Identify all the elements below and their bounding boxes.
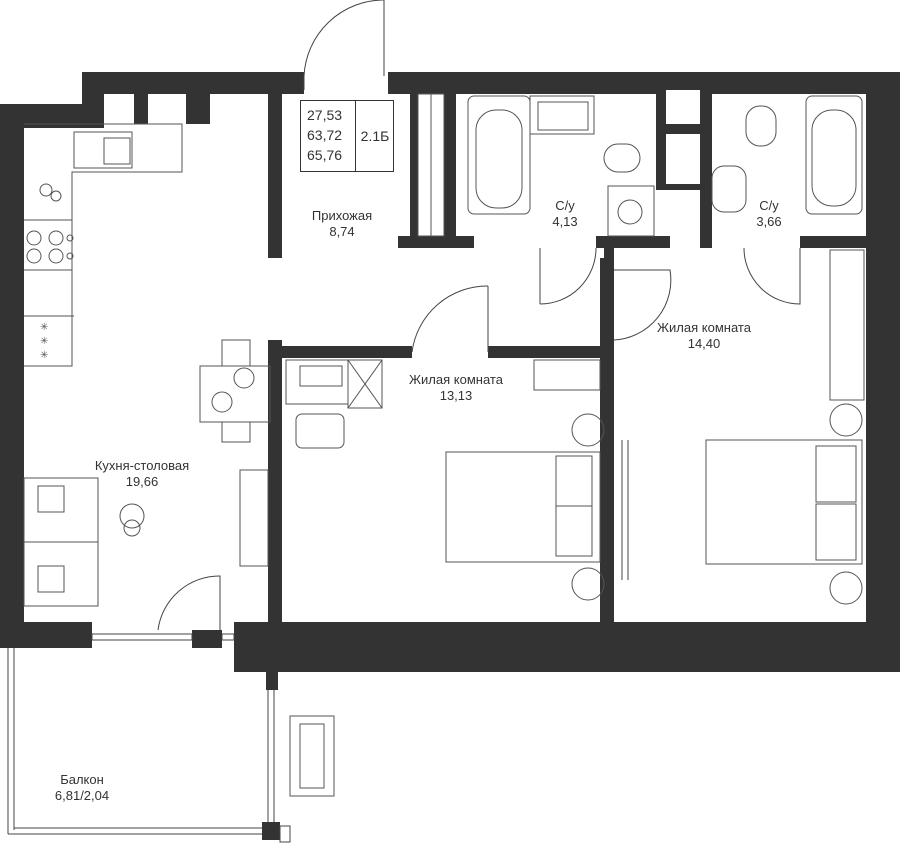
bedroom-2-furniture <box>705 249 865 605</box>
room-name: С/у <box>759 198 779 213</box>
room-label-hallway: Прихожая 8,74 <box>300 208 384 240</box>
walls <box>0 72 900 840</box>
room-name: Прихожая <box>311 208 373 223</box>
area-total-value: 63,72 <box>307 127 343 143</box>
room-name: Балкон <box>60 772 104 787</box>
apartment-code: 2.1Б <box>355 101 394 171</box>
room-name: С/у <box>555 198 575 213</box>
room-label-balcony: Балкон 6,81/2,04 <box>36 772 128 804</box>
balcony-furniture <box>289 715 335 797</box>
room-area: 13,13 <box>439 388 473 403</box>
room-label-living-2: Жилая комната 13,13 <box>392 372 520 404</box>
bathroom-fixtures <box>467 95 863 237</box>
room-label-bathroom-2: С/у 3,66 <box>744 198 794 230</box>
room-name: Кухня-столовая <box>94 458 190 473</box>
room-area: 4,13 <box>552 214 578 229</box>
balcony-railing <box>7 648 291 843</box>
windows <box>91 76 388 641</box>
room-area: 14,40 <box>687 336 721 351</box>
kitchen-furniture: ✳ ✳ ✳ <box>23 123 271 607</box>
svg-text:✳: ✳ <box>40 350 48 361</box>
room-label-living-1: Жилая комната 14,40 <box>640 320 768 352</box>
room-area: 6,81/2,04 <box>54 788 110 803</box>
room-name: Жилая комната <box>657 320 751 335</box>
room-name: Жилая комната <box>409 372 503 387</box>
room-area: 19,66 <box>125 474 159 489</box>
apartment-summary: 27,53 63,72 65,76 2.1Б <box>300 100 394 172</box>
bedroom-1-furniture <box>285 359 605 601</box>
hallway-closet <box>417 93 445 237</box>
room-area: 3,66 <box>756 214 782 229</box>
area-living-value: 27,53 <box>307 107 343 123</box>
svg-text:✳: ✳ <box>40 322 48 333</box>
room-area: 8,74 <box>329 224 355 239</box>
doors <box>157 0 801 631</box>
room-label-bathroom-1: С/у 4,13 <box>540 198 590 230</box>
room-label-kitchen: Кухня-столовая 19,66 <box>80 458 204 490</box>
area-total-balcony-value: 65,76 <box>307 147 343 163</box>
svg-text:✳: ✳ <box>40 336 48 347</box>
